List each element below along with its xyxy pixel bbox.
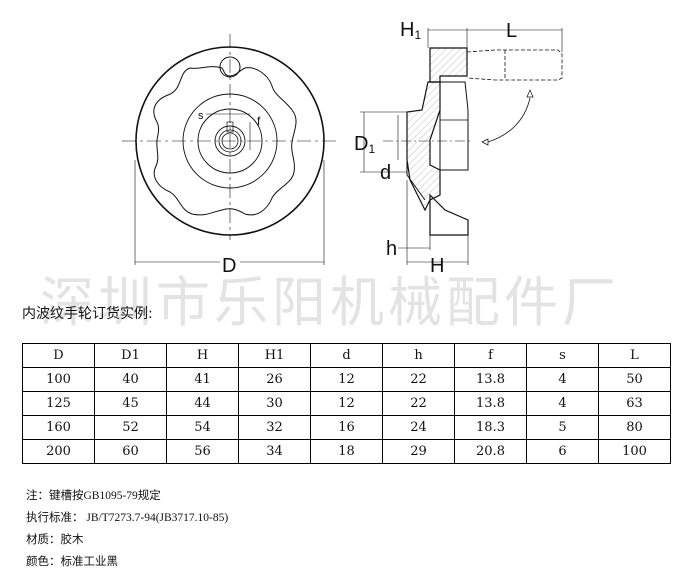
- cell: 63: [598, 391, 671, 416]
- cell: 54: [166, 415, 239, 440]
- cell: 4: [526, 391, 599, 416]
- cell: 40: [94, 367, 167, 392]
- cell: 18: [310, 439, 383, 464]
- cell: 34: [238, 439, 311, 464]
- cell: 32: [238, 415, 311, 440]
- table-row: 160 52 54 32 16 24 18.3 5 80: [22, 415, 671, 440]
- cell: 5: [526, 415, 599, 440]
- dimension-label-f: f: [257, 114, 261, 128]
- cell: 56: [166, 439, 239, 464]
- header-L: L: [598, 343, 671, 368]
- dimension-label-s: s: [198, 110, 204, 122]
- header-H1: H1: [238, 343, 311, 368]
- table-row: 100 40 41 26 12 22 13.8 4 50: [22, 367, 671, 392]
- cell: 41: [166, 367, 239, 392]
- note-color: 颜色：标准工业黑: [26, 554, 118, 568]
- cell: 125: [22, 391, 95, 416]
- table-header-row: D D1 H H1 d h f s L: [22, 343, 671, 368]
- front-view: D s f: [122, 34, 338, 277]
- dimension-label-H: H: [430, 255, 444, 277]
- table-row: 200 60 56 34 18 29 20.8 6 100: [22, 439, 671, 464]
- cell: 29: [382, 439, 455, 464]
- note-standard: 执行标准： JB/T7273.7-94(JB3717.10-85): [26, 510, 229, 524]
- cell: 22: [382, 367, 455, 392]
- cell: 30: [238, 391, 311, 416]
- header-H: H: [166, 343, 239, 368]
- dimension-label-D1: D1: [354, 133, 375, 156]
- cell: 50: [598, 367, 671, 392]
- side-view: H1 L D1 d h H: [354, 19, 563, 277]
- header-h: h: [382, 343, 455, 368]
- order-example-title: 内波纹手轮订货实例:: [22, 306, 153, 322]
- cell: 18.3: [454, 415, 527, 440]
- header-f: f: [454, 343, 527, 368]
- cell: 13.8: [454, 367, 527, 392]
- cell: 20.8: [454, 439, 527, 464]
- cell: 100: [22, 367, 95, 392]
- cell: 22: [382, 391, 455, 416]
- dimension-label-L: L: [506, 20, 517, 42]
- note-material: 材质：胶木: [26, 532, 84, 546]
- cell: 4: [526, 367, 599, 392]
- cell: 52: [94, 415, 167, 440]
- cell: 13.8: [454, 391, 527, 416]
- header-D: D: [22, 343, 95, 368]
- cell: 80: [598, 415, 671, 440]
- header-D1: D1: [94, 343, 167, 368]
- cell: 200: [22, 439, 95, 464]
- cell: 45: [94, 391, 167, 416]
- header-s: s: [526, 343, 599, 368]
- header-d: d: [310, 343, 383, 368]
- cell: 6: [526, 439, 599, 464]
- table-row: 125 45 44 30 12 22 13.8 4 63: [22, 391, 671, 416]
- technical-drawing: D s f H1 L D1 d h H: [122, 19, 563, 277]
- cell: 100: [598, 439, 671, 464]
- cell: 60: [94, 439, 167, 464]
- cell: 12: [310, 391, 383, 416]
- cell: 26: [238, 367, 311, 392]
- dimension-label-H1: H1: [400, 19, 421, 42]
- note-keyway: 注：键槽按GB1095-79规定: [26, 488, 161, 502]
- dimension-label-d: d: [380, 162, 391, 184]
- cell: 16: [310, 415, 383, 440]
- cell: 12: [310, 367, 383, 392]
- cell: 44: [166, 391, 239, 416]
- dimension-label-h: h: [386, 238, 397, 260]
- dimension-label-D: D: [222, 255, 236, 277]
- cell: 24: [382, 415, 455, 440]
- spec-table: D D1 H H1 d h f s L 100 40 41 26 12 22 1…: [22, 343, 671, 464]
- notes-section: 注：键槽按GB1095-79规定 执行标准： JB/T7273.7-94(JB3…: [26, 484, 228, 572]
- cell: 160: [22, 415, 95, 440]
